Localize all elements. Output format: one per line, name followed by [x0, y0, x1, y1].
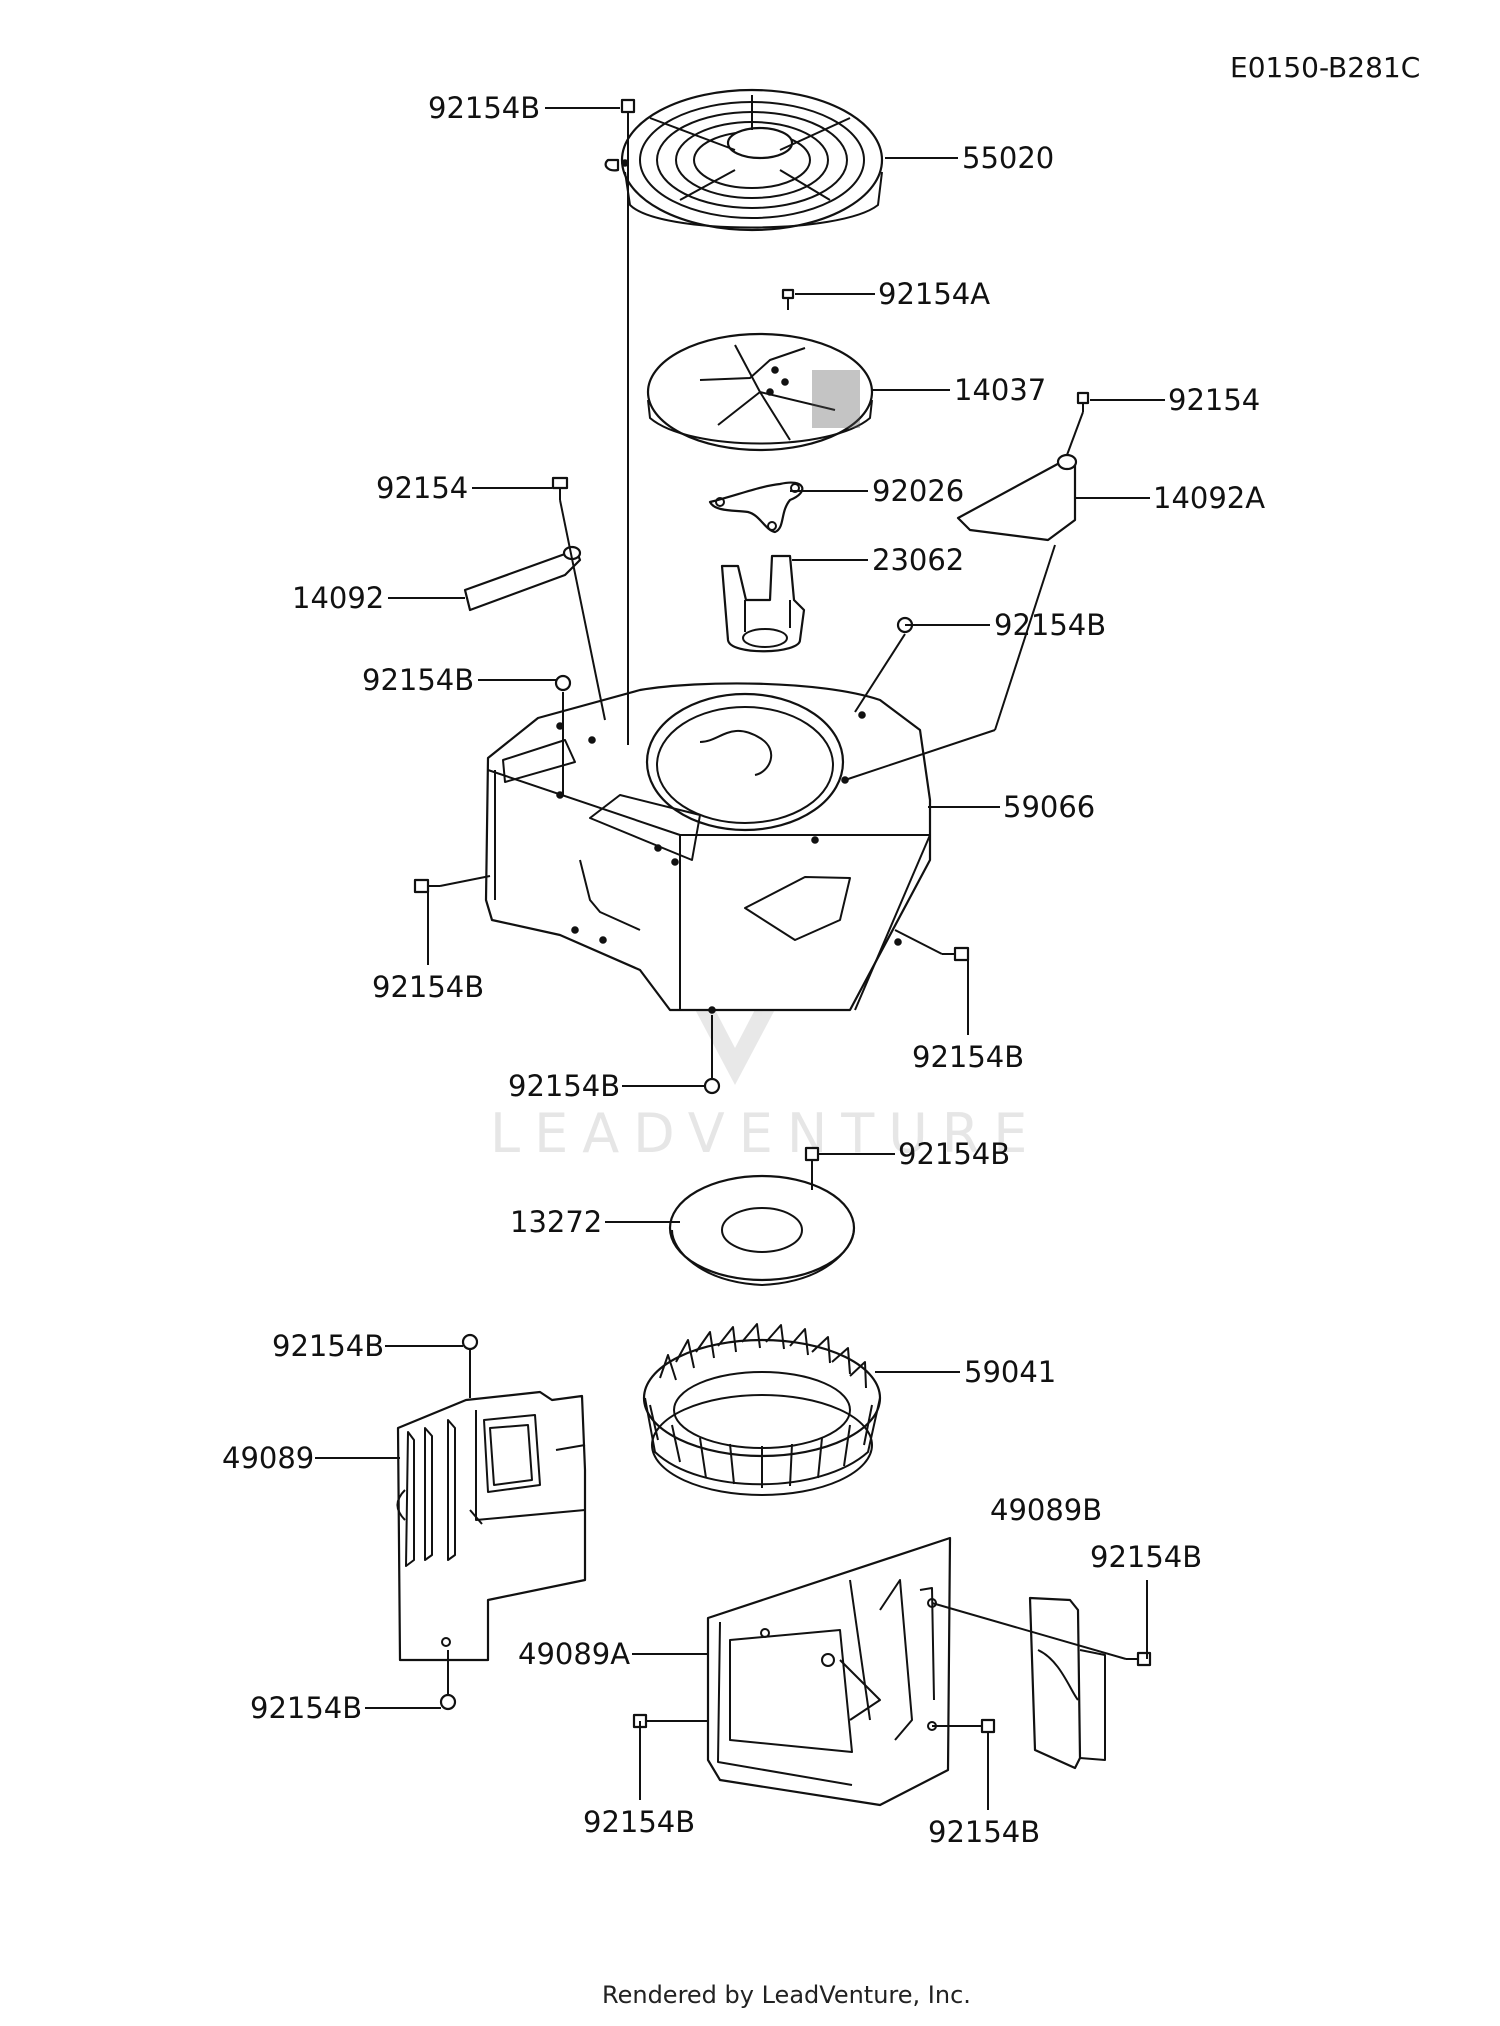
baffle-14092a[interactable]: [956, 453, 1078, 542]
watermark: LEADVENTURE: [490, 905, 1041, 1165]
screw-92154-right[interactable]: [1076, 391, 1090, 412]
fan-screen-14037[interactable]: [646, 332, 874, 452]
label-14092[interactable]: 14092: [292, 581, 384, 615]
fan-59041[interactable]: [642, 1323, 882, 1496]
label-92154b-shroud-bottom[interactable]: 92154B: [250, 1691, 362, 1725]
label-92154b-housing-side[interactable]: 92154B: [912, 1040, 1024, 1074]
label-59066[interactable]: 59066: [1003, 790, 1095, 824]
baffle-14092[interactable]: [463, 545, 582, 612]
label-49089a[interactable]: 49089A: [518, 1637, 630, 1671]
fan-guard-55020[interactable]: [604, 88, 884, 232]
screw-92154-left[interactable]: [551, 476, 569, 500]
label-55020[interactable]: 55020: [962, 141, 1054, 175]
screw-92154b-housing-bottom[interactable]: [703, 1077, 721, 1095]
label-92154-left[interactable]: 92154: [376, 471, 468, 505]
label-92154b-housing-left[interactable]: 92154B: [372, 970, 484, 1004]
label-23062[interactable]: 23062: [872, 543, 964, 577]
label-49089[interactable]: 49089: [222, 1441, 314, 1475]
clip-92026[interactable]: [708, 481, 804, 534]
label-92154b-lower-left[interactable]: 92154B: [583, 1805, 695, 1839]
label-49089b[interactable]: 49089B: [990, 1493, 1102, 1527]
shroud-49089[interactable]: [396, 1390, 587, 1662]
screw-92154b-shroud-bottom[interactable]: [439, 1693, 457, 1711]
leader-lines: [315, 107, 1165, 1810]
diagram-code: E0150-B281C: [1230, 51, 1420, 84]
plate-49089b[interactable]: [1028, 1596, 1106, 1770]
label-92154b-top[interactable]: 92154B: [428, 91, 540, 125]
label-14092a[interactable]: 14092A: [1153, 481, 1265, 515]
footer-credit: Rendered by LeadVenture, Inc.: [602, 1981, 971, 2009]
label-92154b-side-plate[interactable]: 92154B: [1090, 1540, 1202, 1574]
label-92154-right[interactable]: 92154: [1168, 383, 1260, 417]
label-92026[interactable]: 92026: [872, 474, 964, 508]
screw-92154b-lower-right[interactable]: [970, 1718, 996, 1734]
shroud-49089a[interactable]: [706, 1536, 952, 1807]
label-92154b-housing-right[interactable]: 92154B: [994, 608, 1106, 642]
label-92154b-housing-bottom[interactable]: 92154B: [508, 1069, 620, 1103]
label-92154b-lower-right[interactable]: 92154B: [928, 1815, 1040, 1849]
part-labels: 92154B 55020 92154A 14037 92154 92154 92…: [222, 91, 1265, 1849]
screw-92154b-shroud-top[interactable]: [461, 1333, 479, 1351]
label-92154b-plate[interactable]: 92154B: [898, 1137, 1010, 1171]
screw-92154b-housing-top[interactable]: [554, 674, 572, 692]
label-59041[interactable]: 59041: [964, 1355, 1056, 1389]
screw-92154b-top[interactable]: [620, 98, 636, 126]
label-14037[interactable]: 14037: [954, 373, 1046, 407]
screw-92154b-plate[interactable]: [804, 1146, 820, 1176]
bracket-23062[interactable]: [720, 554, 806, 653]
screw-92154a[interactable]: [781, 288, 795, 310]
label-92154a[interactable]: 92154A: [878, 277, 990, 311]
plate-13272[interactable]: [668, 1174, 856, 1286]
label-13272[interactable]: 13272: [510, 1205, 602, 1239]
screw-92154b-housing-side[interactable]: [942, 946, 970, 962]
label-92154b-shroud-top[interactable]: 92154B: [272, 1329, 384, 1363]
watermark-text: LEADVENTURE: [490, 1102, 1041, 1165]
label-92154b-housing-top[interactable]: 92154B: [362, 663, 474, 697]
blower-housing-59066[interactable]: [484, 682, 932, 1014]
screw-92154b-lower-left[interactable]: [632, 1713, 660, 1729]
